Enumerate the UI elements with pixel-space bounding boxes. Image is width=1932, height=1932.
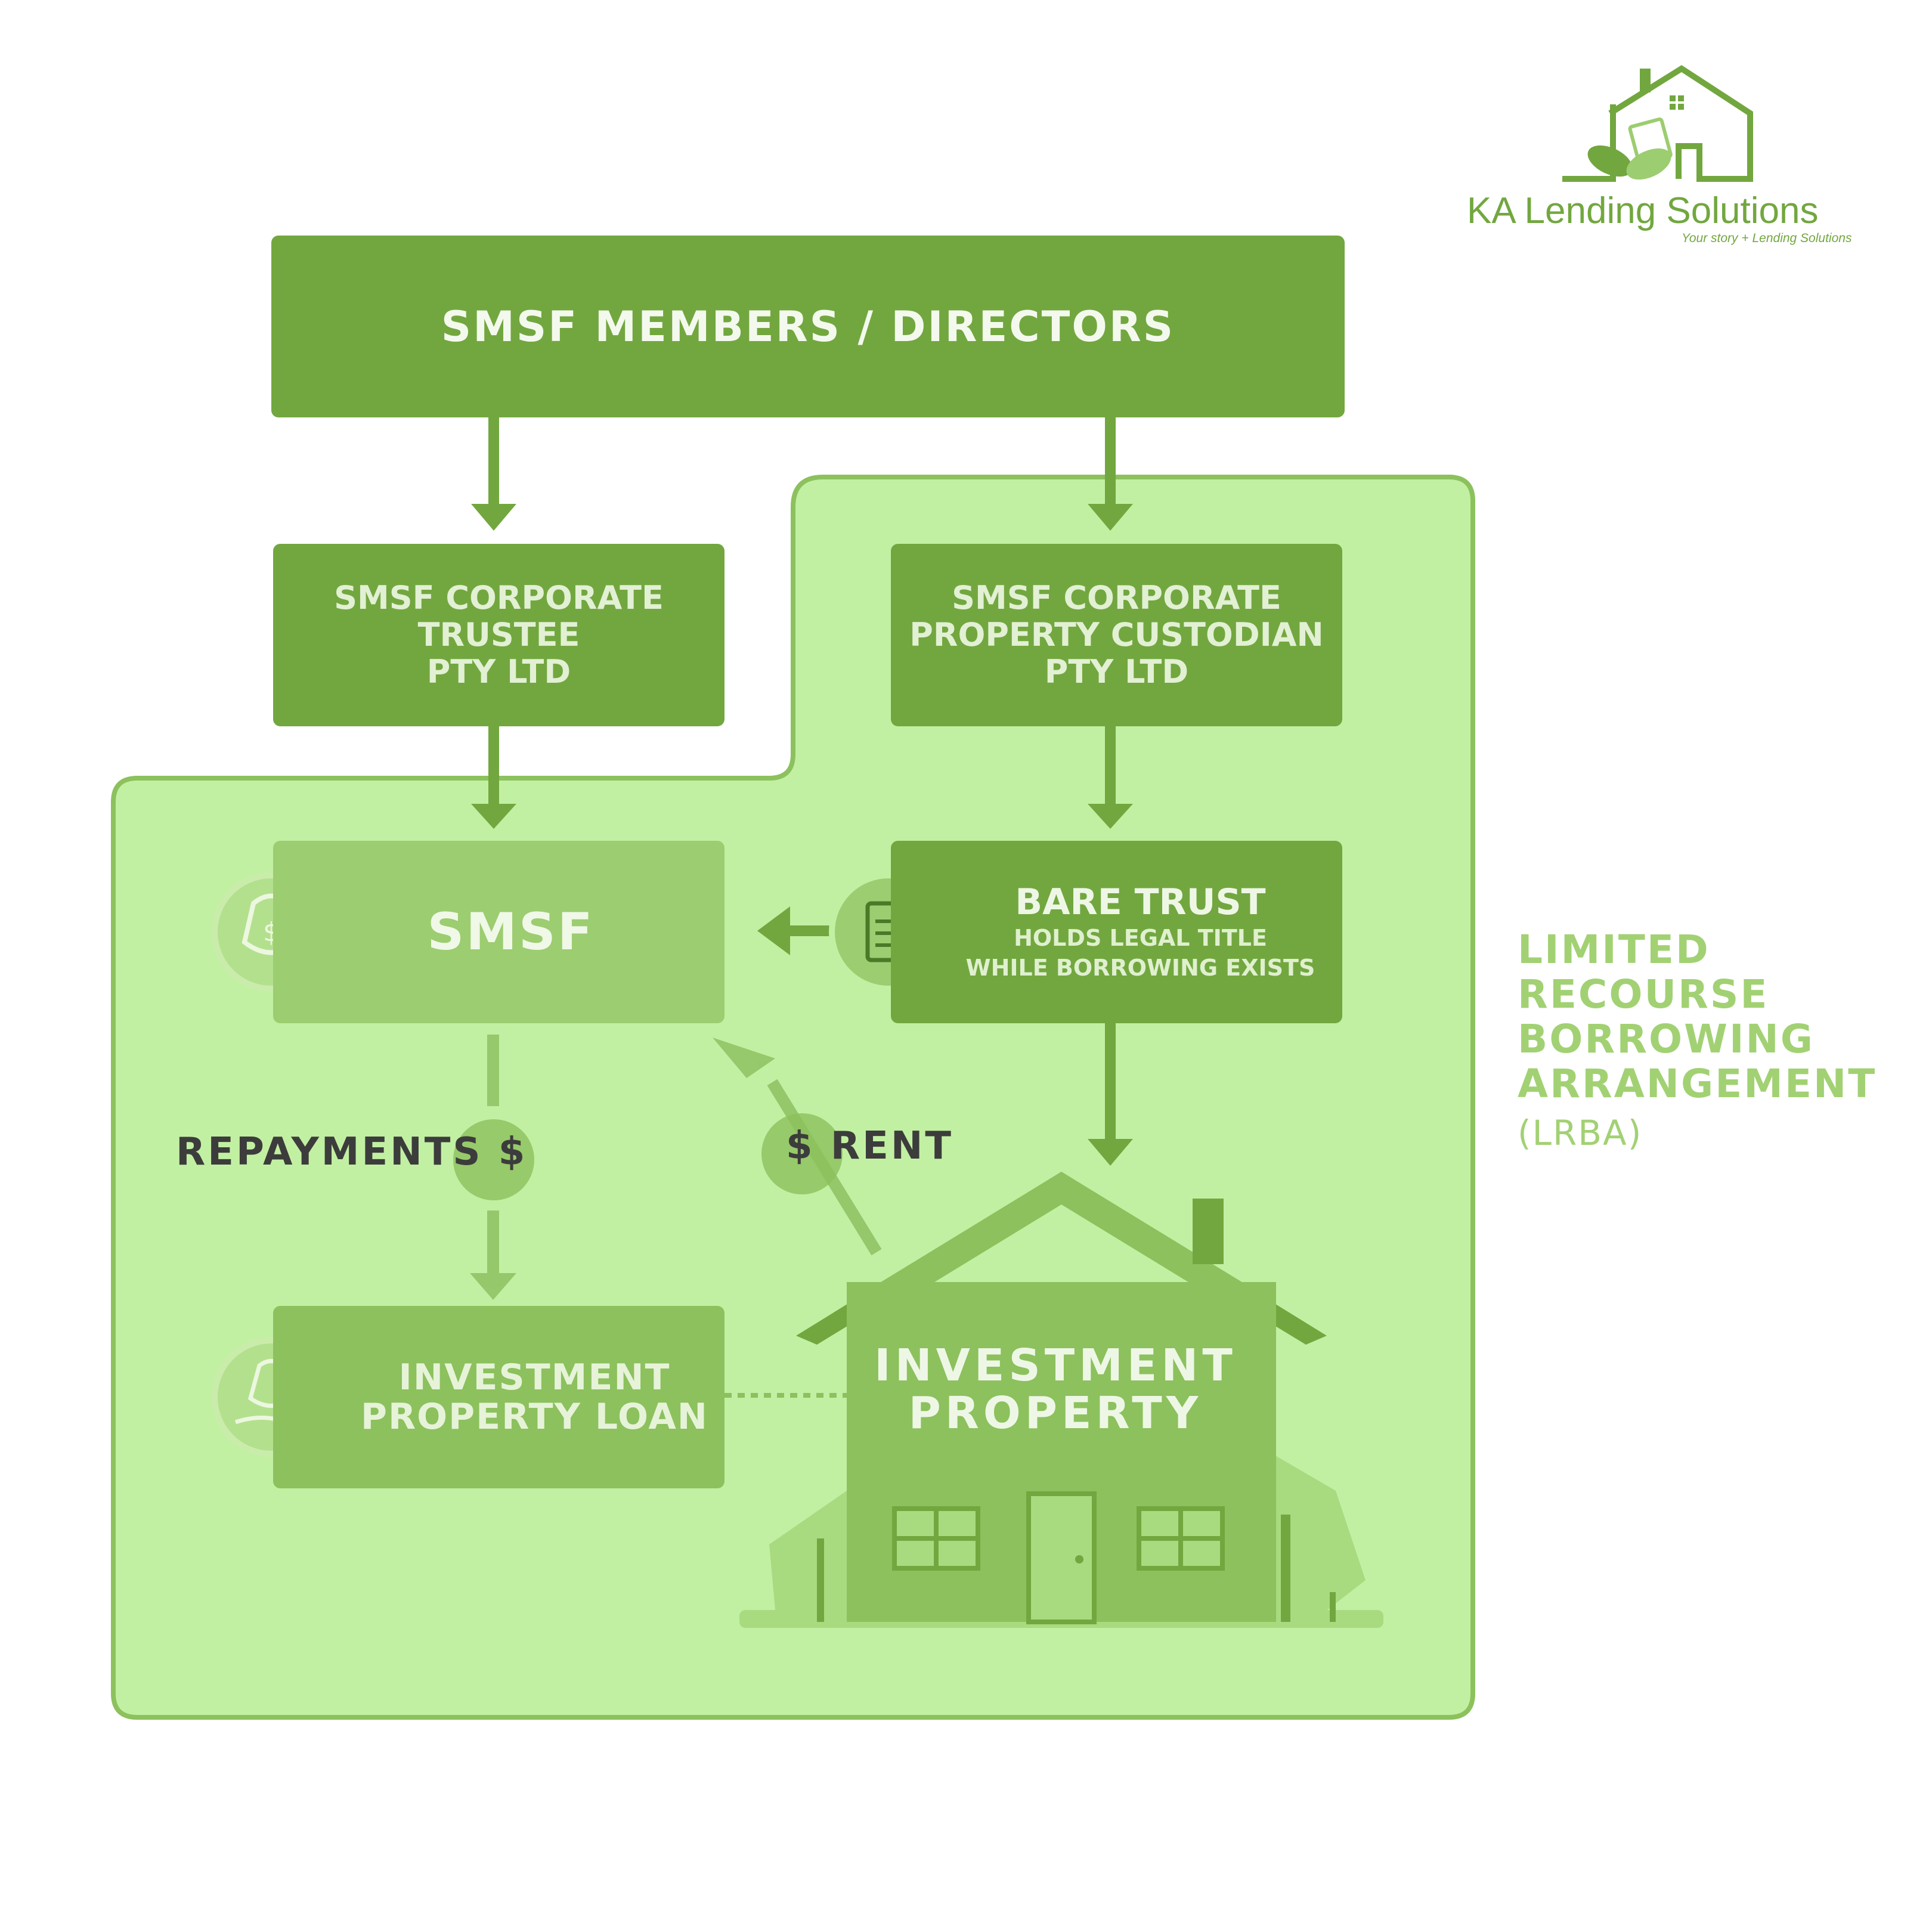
lrba-line3: BORROWING xyxy=(1518,1016,1815,1062)
repayments-label: REPAYMENTS $ xyxy=(176,1130,528,1174)
arrow-members-to-trustee xyxy=(471,417,516,531)
property-label: INVESTMENT PROPERTY xyxy=(865,1342,1246,1437)
custodian-box: SMSF CORPORATE PROPERTY CUSTODIAN PTY LT… xyxy=(891,544,1342,726)
lrba-line2: RECOURSE xyxy=(1518,971,1769,1017)
rent-coin-icon xyxy=(761,1113,843,1194)
lrba-label: LIMITED RECOURSE BORROWING ARRANGEMENT (… xyxy=(1518,927,1877,1160)
rent-label: $ RENT xyxy=(786,1124,954,1168)
trustee-box: SMSF CORPORATE TRUSTEE PTY LTD xyxy=(273,544,724,726)
lrba-line4: ARRANGEMENT xyxy=(1518,1061,1877,1107)
smsf-box: SMSF xyxy=(273,841,724,1023)
bare-trust-line2: WHILE BORROWING EXISTS xyxy=(965,955,1315,981)
house-with-money-leaf-icon xyxy=(1562,65,1753,182)
arrow-smsf-to-loan xyxy=(470,1035,516,1300)
members-label: SMSF MEMBERS / DIRECTORS xyxy=(441,302,1175,351)
repayments-coin-icon xyxy=(453,1119,534,1200)
property-line2: PROPERTY xyxy=(908,1388,1203,1439)
custodian-line3: PTY LTD xyxy=(1044,653,1189,691)
lrba-abbr: (LRBA) xyxy=(1518,1113,1643,1153)
bare-trust-line1: HOLDS LEGAL TITLE xyxy=(1014,925,1267,951)
lrba-line1: LIMITED xyxy=(1518,927,1710,973)
members-box: SMSF MEMBERS / DIRECTORS xyxy=(271,236,1345,417)
custodian-line1: SMSF CORPORATE xyxy=(952,579,1281,617)
smsf-label: SMSF xyxy=(427,902,595,962)
loan-line1: INVESTMENT xyxy=(398,1357,671,1398)
loan-line2: PROPERTY LOAN xyxy=(360,1396,709,1438)
trustee-line3: PTY LTD xyxy=(426,653,571,691)
house-illustration xyxy=(739,1172,1383,1628)
bare-trust-title: BARE TRUST xyxy=(1015,881,1266,923)
bare-trust-box: BARE TRUST HOLDS LEGAL TITLE WHILE BORRO… xyxy=(891,841,1342,1023)
brand-tagline: Your story + Lending Solutions xyxy=(1682,231,1852,245)
custodian-line2: PROPERTY CUSTODIAN xyxy=(909,616,1324,654)
trustee-line2: TRUSTEE xyxy=(417,616,580,654)
arrow-members-to-custodian xyxy=(1088,417,1133,531)
arrow-trustee-to-smsf xyxy=(471,726,516,829)
brand-name: KA Lending Solutions xyxy=(1467,190,1819,231)
arrow-custodian-to-bare-trust xyxy=(1088,726,1133,829)
arrow-bare-trust-to-property xyxy=(1088,1023,1133,1166)
trustee-line1: SMSF CORPORATE xyxy=(334,579,664,617)
loan-box: INVESTMENT PROPERTY LOAN xyxy=(273,1306,724,1488)
property-line1: INVESTMENT xyxy=(874,1340,1237,1391)
